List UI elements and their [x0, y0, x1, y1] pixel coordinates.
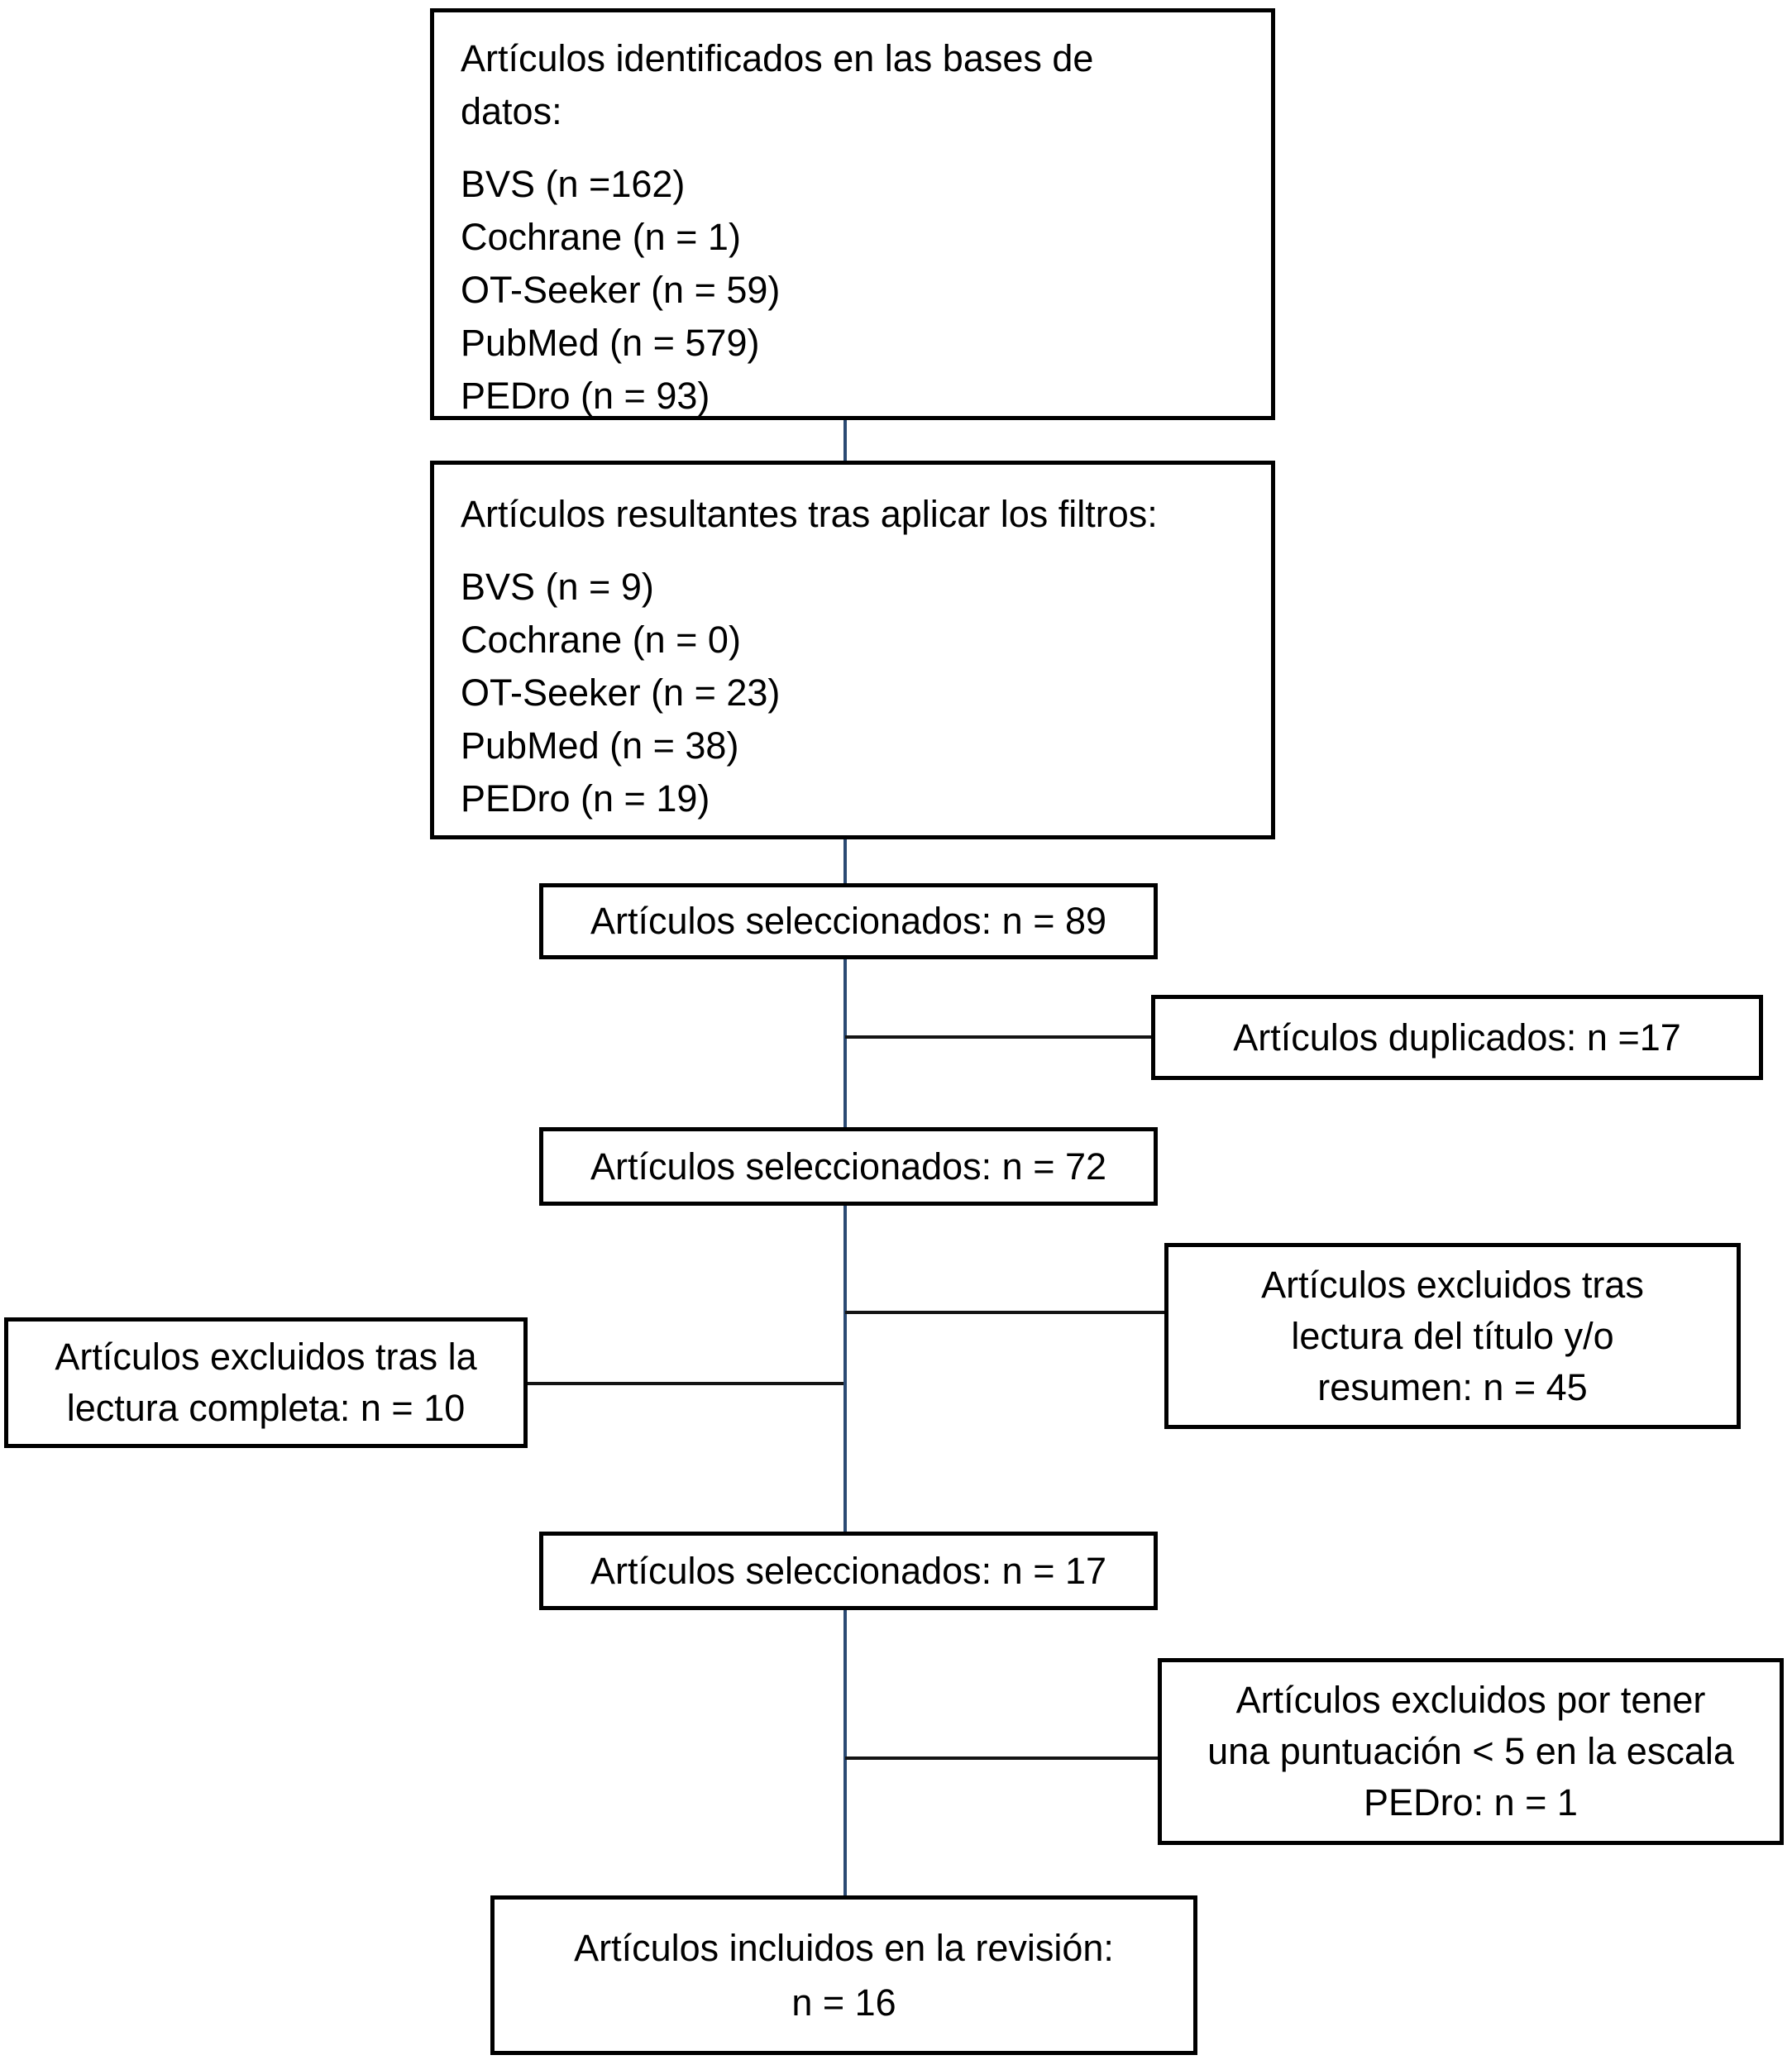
- box-line: Artículos incluidos en la revisión:: [574, 1926, 1114, 1969]
- box-line: Artículos excluidos tras: [1261, 1263, 1644, 1306]
- box-line: Artículos excluidos tras la: [55, 1336, 477, 1378]
- box-articles-selected-89: Artículos seleccionados: n = 89: [539, 883, 1158, 959]
- box-articles-selected-72: Artículos seleccionados: n = 72: [539, 1127, 1158, 1206]
- box-articles-excluded-pedro-score: Artículos excluidos por tener una puntua…: [1158, 1658, 1784, 1845]
- box-item-pedro: PEDro (n = 93): [461, 375, 710, 417]
- box-articles-identified: Artículos identificados en las bases de …: [430, 8, 1275, 420]
- box-title: Artículos identificados en las bases de …: [461, 37, 1094, 132]
- box-articles-after-filters: Artículos resultantes tras aplicar los f…: [430, 461, 1275, 839]
- box-item-bvs: BVS (n = 9): [461, 566, 654, 608]
- box-articles-duplicated: Artículos duplicados: n =17: [1151, 995, 1763, 1080]
- box-line: una puntuación < 5 en la escala: [1207, 1730, 1734, 1772]
- connector-selected72-to-selected17: [843, 1206, 847, 1532]
- connector-selected17-to-included: [843, 1610, 847, 1895]
- box-line: Artículos excluidos por tener: [1235, 1679, 1706, 1721]
- box-articles-selected-17: Artículos seleccionados: n = 17: [539, 1532, 1158, 1610]
- box-text: Artículos seleccionados: n = 89: [590, 900, 1107, 942]
- box-item-pubmed: PubMed (n = 38): [461, 724, 739, 767]
- box-articles-excluded-full-text: Artículos excluidos tras la lectura comp…: [4, 1317, 528, 1448]
- box-line: lectura del título y/o: [1291, 1314, 1614, 1357]
- connector-branch-excluded-pedro: [845, 1756, 1158, 1760]
- connector-branch-duplicates: [845, 1035, 1151, 1039]
- box-item-cochrane: Cochrane (n = 0): [461, 619, 741, 661]
- box-text: Artículos seleccionados: n = 17: [590, 1549, 1107, 1592]
- box-item-pubmed: PubMed (n = 579): [461, 322, 760, 364]
- box-item-otseeker: OT-Seeker (n = 59): [461, 269, 781, 311]
- connector-branch-excluded-title-abstract: [845, 1311, 1164, 1314]
- box-articles-excluded-title-abstract: Artículos excluidos tras lectura del tít…: [1164, 1243, 1741, 1429]
- box-line: PEDro: n = 1: [1364, 1781, 1578, 1823]
- box-text: Artículos duplicados: n =17: [1233, 1016, 1681, 1059]
- connector-branch-excluded-full-text: [528, 1382, 843, 1385]
- box-item-otseeker: OT-Seeker (n = 23): [461, 672, 781, 714]
- box-item-cochrane: Cochrane (n = 1): [461, 216, 741, 258]
- connector-selected89-to-selected72: [843, 959, 847, 1127]
- box-line: n = 16: [791, 1981, 896, 2024]
- box-line: resumen: n = 45: [1317, 1365, 1588, 1408]
- box-line: lectura completa: n = 10: [66, 1387, 466, 1429]
- box-articles-included: Artículos incluidos en la revisión: n = …: [490, 1895, 1197, 2055]
- box-item-pedro: PEDro (n = 19): [461, 777, 710, 820]
- box-text: Artículos seleccionados: n = 72: [590, 1145, 1107, 1188]
- box-item-bvs: BVS (n =162): [461, 163, 686, 205]
- connector-identified-to-filtered: [843, 420, 847, 461]
- box-title: Artículos resultantes tras aplicar los f…: [461, 493, 1158, 535]
- connector-filtered-to-selected89: [843, 839, 847, 883]
